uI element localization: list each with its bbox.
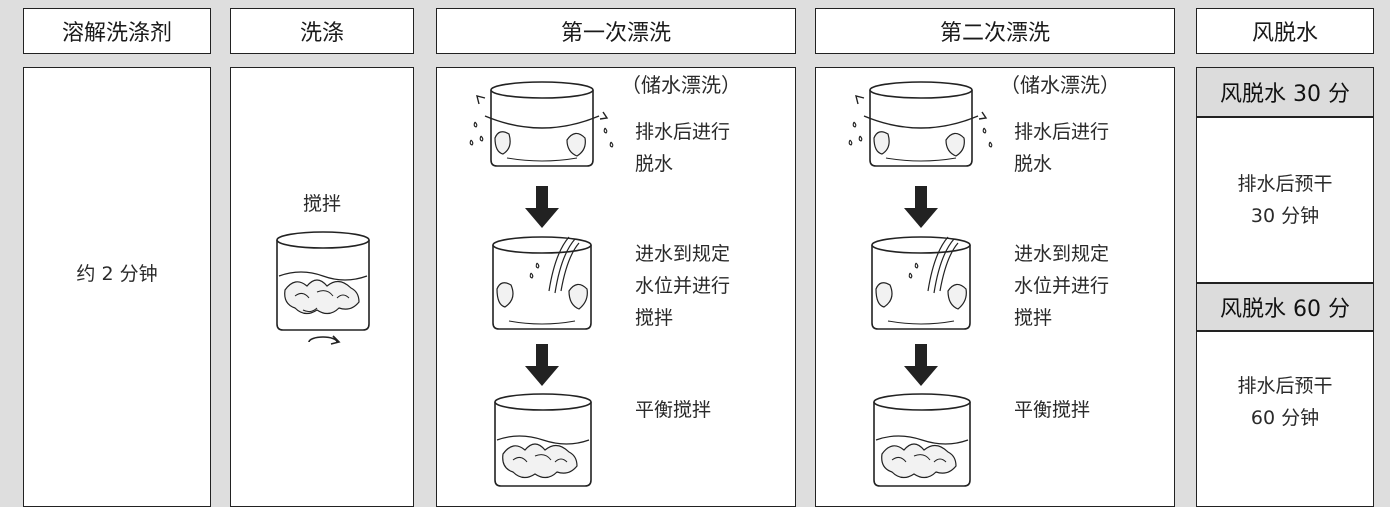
- wash-column: 搅拌: [230, 67, 414, 507]
- spin-drain-tub-icon: [469, 81, 614, 167]
- agitating-tub-icon: [276, 231, 370, 345]
- first-rinse-column: （储水漂洗） 排水后进行 脱水 进水到规定 水位并进行 搅拌 平衡搅拌: [436, 67, 796, 507]
- second-rinse-note: （储水漂洗）: [1000, 73, 1120, 97]
- divider: [1197, 282, 1373, 284]
- air-dry-30-desc: 排水后预干 30 分钟: [1237, 173, 1333, 227]
- balance-agitate-tub-icon: [494, 393, 592, 487]
- header-wash: 洗涤: [230, 8, 414, 54]
- first-rinse-step3-text: 平衡搅拌: [635, 399, 712, 421]
- balance-agitate-tub-icon: [873, 393, 971, 487]
- second-rinse-step3-text: 平衡搅拌: [1014, 399, 1091, 421]
- down-arrow-icon: [525, 186, 559, 228]
- dissolve-column: 约 2 分钟: [23, 67, 211, 507]
- water-fill-tub-icon: [492, 236, 592, 330]
- second-rinse-step2-text: 进水到规定 水位并进行 搅拌: [1014, 243, 1110, 329]
- first-rinse-note: （储水漂洗）: [621, 73, 741, 97]
- air-dry-30-title: 风脱水 30 分: [1197, 68, 1373, 116]
- divider: [1197, 116, 1373, 118]
- first-rinse-step1-text: 排水后进行 脱水: [635, 121, 731, 175]
- header-dissolve-detergent: 溶解洗涤剂: [23, 8, 211, 54]
- down-arrow-icon: [525, 344, 559, 386]
- first-rinse-step2-text: 进水到规定 水位并进行 搅拌: [635, 243, 731, 329]
- wash-agitate-label: 搅拌: [302, 193, 341, 215]
- header-second-rinse: 第二次漂洗: [815, 8, 1175, 54]
- air-dry-column: 风脱水 30 分 排水后预干 30 分钟 风脱水 60 分 排水后预干 60 分…: [1196, 67, 1374, 507]
- second-rinse-column: （储水漂洗） 排水后进行 脱水 进水到规定 水位并进行 搅拌 平衡搅拌: [815, 67, 1175, 507]
- header-first-rinse: 第一次漂洗: [436, 8, 796, 54]
- second-rinse-step1-text: 排水后进行 脱水: [1014, 121, 1110, 175]
- header-air-dry: 风脱水: [1196, 8, 1374, 54]
- divider: [1197, 330, 1373, 332]
- spin-drain-tub-icon: [848, 81, 993, 167]
- air-dry-60-desc: 排水后预干 60 分钟: [1237, 375, 1333, 429]
- down-arrow-icon: [904, 186, 938, 228]
- water-fill-tub-icon: [871, 236, 971, 330]
- down-arrow-icon: [904, 344, 938, 386]
- dissolve-time-text: 约 2 分钟: [76, 263, 158, 285]
- air-dry-60-title: 风脱水 60 分: [1197, 284, 1373, 330]
